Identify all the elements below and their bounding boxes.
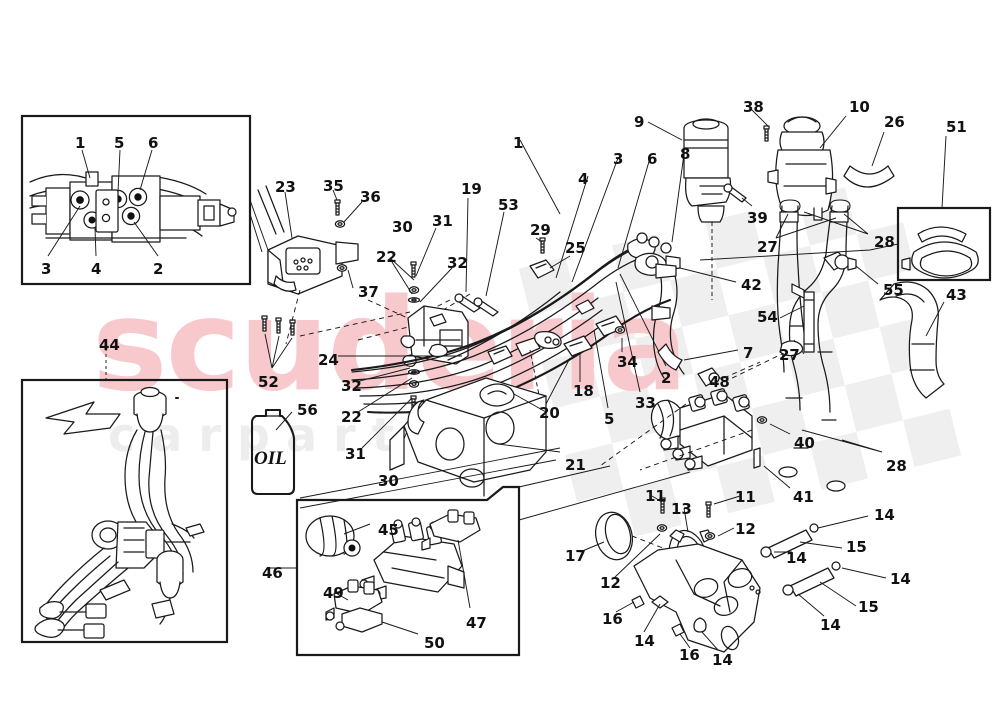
callout-number-27: 27 <box>757 238 778 256</box>
callout-number-48: 48 <box>709 373 730 391</box>
callout-number-35: 35 <box>323 177 344 195</box>
callout-number-29: 29 <box>530 221 551 239</box>
callout-number-6: 6 <box>148 134 159 152</box>
callout-number-4: 4 <box>91 260 102 278</box>
callout-number-5: 5 <box>604 410 615 428</box>
callout-number-11: 11 <box>645 487 666 505</box>
callout-number-4: 4 <box>578 170 589 188</box>
callout-number-20: 20 <box>539 404 560 422</box>
callout-number-3: 3 <box>613 150 624 168</box>
oil-bottle-label: OIL <box>254 448 287 469</box>
callout-number-11: 11 <box>735 488 756 506</box>
callout-number-53: 53 <box>498 196 519 214</box>
callout-number-16: 16 <box>602 610 623 628</box>
callout-number-12: 12 <box>600 574 621 592</box>
callout-number-15: 15 <box>846 538 867 556</box>
callout-number-31: 31 <box>432 212 453 230</box>
callout-number-5: 5 <box>114 134 125 152</box>
callout-number-7: 7 <box>743 344 754 362</box>
callout-number-27: 27 <box>779 346 800 364</box>
callout-number-12: 12 <box>735 520 756 538</box>
callout-number-14: 14 <box>874 506 895 524</box>
callout-number-17: 17 <box>565 547 586 565</box>
callout-number-28: 28 <box>874 233 895 251</box>
callout-number-19: 19 <box>461 180 482 198</box>
callout-number-21: 21 <box>565 456 586 474</box>
callout-number-8: 8 <box>680 145 691 163</box>
callout-number-32: 32 <box>447 254 468 272</box>
callout-number-1: 1 <box>513 134 524 152</box>
callout-number-14: 14 <box>786 549 807 567</box>
callout-number-1: 1 <box>75 134 86 152</box>
callout-number-22: 22 <box>341 408 362 426</box>
callout-number-33: 33 <box>635 394 656 412</box>
callout-number-10: 10 <box>849 98 870 116</box>
callout-number-50: 50 <box>424 634 445 652</box>
callout-number-14: 14 <box>890 570 911 588</box>
callout-number-22: 22 <box>376 248 397 266</box>
callout-number-40: 40 <box>794 434 815 452</box>
callout-number-30: 30 <box>392 218 413 236</box>
callout-number-14: 14 <box>712 651 733 669</box>
callout-number-15: 15 <box>858 598 879 616</box>
callout-number-37: 37 <box>358 283 379 301</box>
callout-number-56: 56 <box>297 401 318 419</box>
callout-number-49: 49 <box>323 584 344 602</box>
callout-number-32: 32 <box>341 377 362 395</box>
callout-number-3: 3 <box>41 260 52 278</box>
callout-number-28: 28 <box>886 457 907 475</box>
callout-number-54: 54 <box>757 308 778 326</box>
callout-number-23: 23 <box>275 178 296 196</box>
callout-number-6: 6 <box>647 150 658 168</box>
callout-number-34: 34 <box>617 353 638 371</box>
callout-number-14: 14 <box>820 616 841 634</box>
callout-number-13: 13 <box>671 500 692 518</box>
callout-number-26: 26 <box>884 113 905 131</box>
callout-number-9: 9 <box>634 113 645 131</box>
callout-number-39: 39 <box>747 209 768 227</box>
callout-number-52: 52 <box>258 373 279 391</box>
callout-number-41: 41 <box>793 488 814 506</box>
callout-number-16: 16 <box>679 646 700 664</box>
callout-number-44: 44 <box>99 336 120 354</box>
callout-number-55: 55 <box>883 281 904 299</box>
callout-number-43: 43 <box>946 286 967 304</box>
callout-number-18: 18 <box>573 382 594 400</box>
callout-number-36: 36 <box>360 188 381 206</box>
callout-number-2: 2 <box>153 260 164 278</box>
callout-number-45: 45 <box>378 521 399 539</box>
callout-number-24: 24 <box>318 351 339 369</box>
callout-number-46: 46 <box>262 564 283 582</box>
callout-number-38: 38 <box>743 98 764 116</box>
callout-number-42: 42 <box>741 276 762 294</box>
callout-number-51: 51 <box>946 118 967 136</box>
callout-number-31: 31 <box>345 445 366 463</box>
callout-number-47: 47 <box>466 614 487 632</box>
callout-number-14: 14 <box>634 632 655 650</box>
callout-number-30: 30 <box>378 472 399 490</box>
callout-number-2: 2 <box>661 369 672 387</box>
callout-number-25: 25 <box>565 239 586 257</box>
